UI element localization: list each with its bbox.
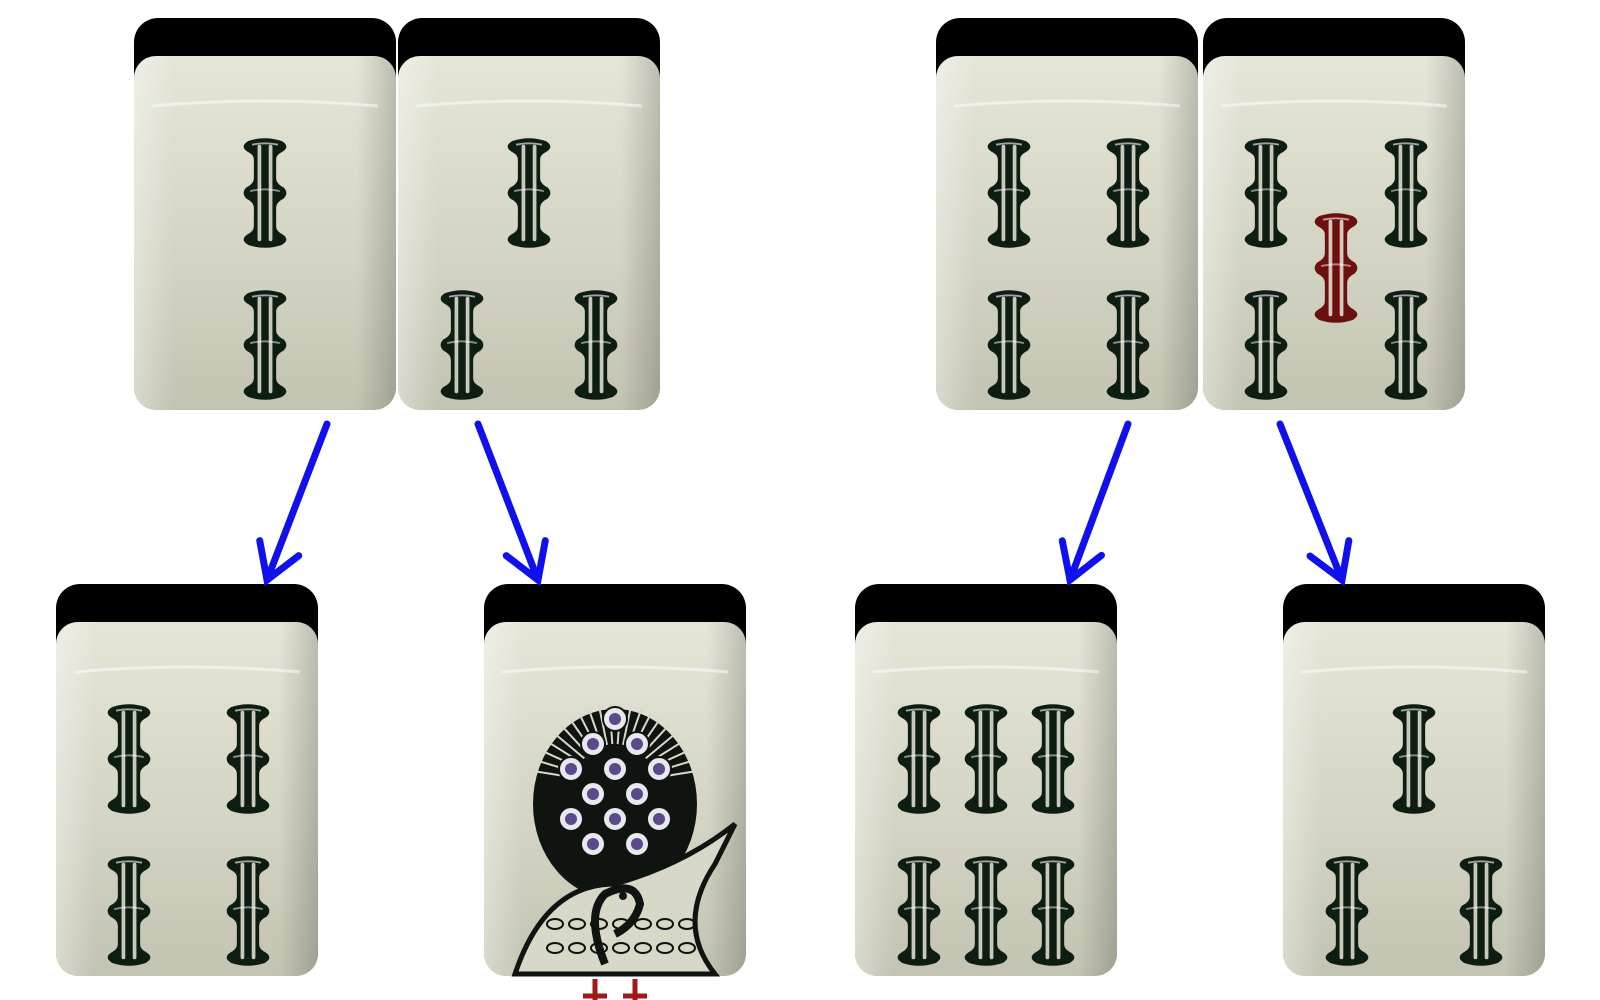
tile-top-bamboo-5 [1203, 18, 1465, 410]
tile-bevel [1300, 665, 1528, 674]
tile-top-bamboo-2 [134, 18, 396, 410]
tile-bevel [872, 665, 1100, 674]
tile-top-bamboo-4 [936, 18, 1198, 410]
arrow-4-to-6 [1058, 420, 1132, 587]
tile-bevel [953, 99, 1181, 108]
peacock-icon [511, 704, 738, 1000]
tile-bevel [1220, 99, 1448, 108]
tile-top-bamboo-3 [398, 18, 660, 410]
tile-bottom-bamboo-1-peacock [484, 584, 746, 1000]
tile-shade [56, 622, 318, 976]
tile-bevel [73, 665, 301, 674]
arrow-3-to-1 [474, 420, 549, 587]
tile-bottom-bamboo-4 [56, 584, 318, 976]
tile-bevel [415, 99, 643, 108]
tile-bottom-bamboo-6 [855, 584, 1117, 976]
tile-bevel [501, 665, 729, 674]
tile-shade [936, 56, 1198, 410]
arrow-2-to-4 [256, 420, 331, 587]
arrow-5-to-3 [1276, 420, 1353, 587]
tile-bottom-bamboo-3 [1283, 584, 1545, 976]
tile-bevel [151, 99, 379, 108]
